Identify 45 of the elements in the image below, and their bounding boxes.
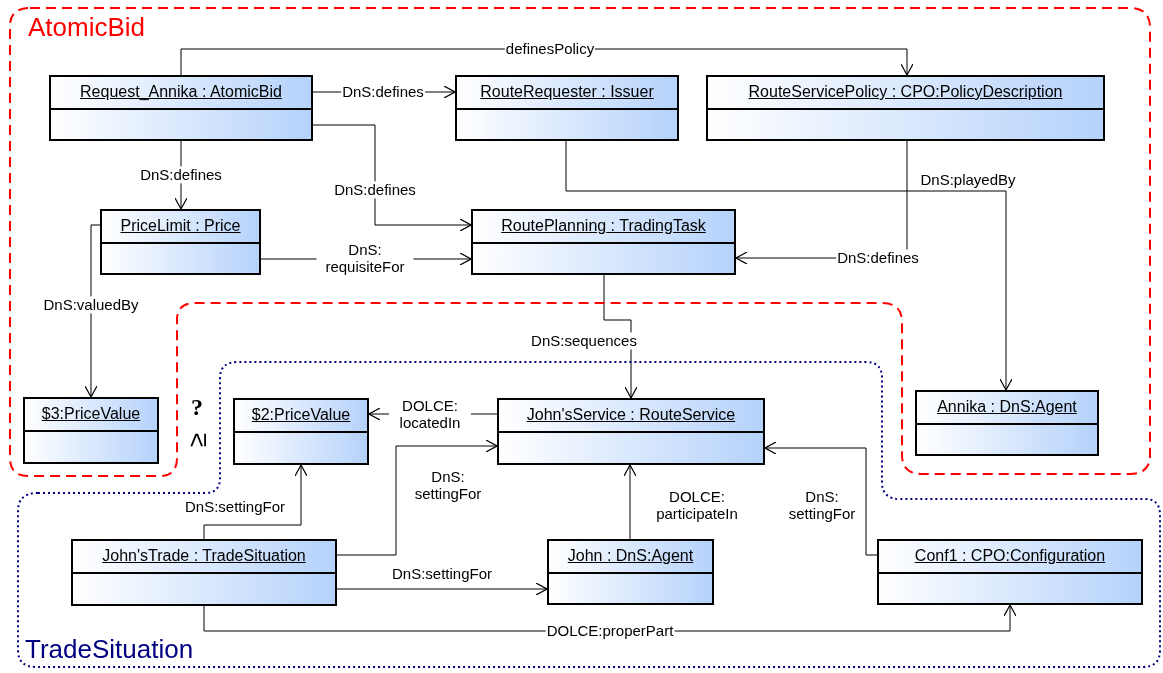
object-box [497, 398, 765, 465]
object-name: RouteRequester : Issuer [479, 83, 655, 101]
edge-label: DnS:valuedBy [42, 296, 140, 314]
object-name: PriceLimit : Price [119, 217, 242, 235]
edge-label: DnS:defines [333, 181, 417, 199]
object-name: $3:PriceValue [40, 405, 142, 423]
arrow [623, 464, 637, 540]
object-name: $2:PriceValue [250, 406, 352, 424]
arrow [312, 124, 472, 232]
object-box [23, 397, 159, 464]
edge-label: DnS:settingFor [184, 498, 286, 516]
object-name: John : DnS:Agent [566, 547, 695, 565]
edge-label: DnS:playedBy [919, 171, 1017, 189]
edge-label: DnS:sequences [530, 332, 638, 350]
object-name: John'sService : RouteService [525, 406, 737, 424]
object-name: RouteServicePolicy : CPO:PolicyDescription [747, 83, 1064, 101]
object-box [100, 209, 261, 275]
relation-symbol: ≥ [184, 432, 210, 448]
object-box [71, 539, 337, 606]
object-name: Annika : DnS:Agent [936, 398, 1078, 416]
object-box [547, 539, 714, 605]
object-name: John'sTrade : TradeSituation [101, 547, 307, 565]
edge-label: definesPolicy [504, 40, 596, 58]
edge-label: DnS:settingFor [391, 565, 493, 583]
arrow [603, 274, 638, 399]
object-box [233, 398, 369, 465]
object-box [471, 209, 736, 275]
frame-title: AtomicBid [28, 14, 146, 40]
arrow [336, 582, 548, 596]
arrow [336, 439, 498, 556]
arrow [203, 464, 308, 540]
arrow [764, 441, 878, 556]
edge-label: DnS:defines [139, 166, 223, 184]
object-box [877, 539, 1143, 605]
object-name: Request_Annika : AtomicBid [79, 83, 283, 101]
object-box [49, 75, 313, 141]
arrow [565, 140, 1013, 391]
object-box [915, 390, 1099, 456]
frame-title: TradeSituation [25, 636, 194, 662]
object-name: Conf1 : CPO:Configuration [913, 547, 1107, 565]
object-box [706, 75, 1105, 141]
arrow [84, 224, 101, 398]
question-mark: ? [191, 395, 203, 419]
object-box [455, 75, 679, 141]
object-name: RoutePlanning : TradingTask [500, 217, 707, 235]
